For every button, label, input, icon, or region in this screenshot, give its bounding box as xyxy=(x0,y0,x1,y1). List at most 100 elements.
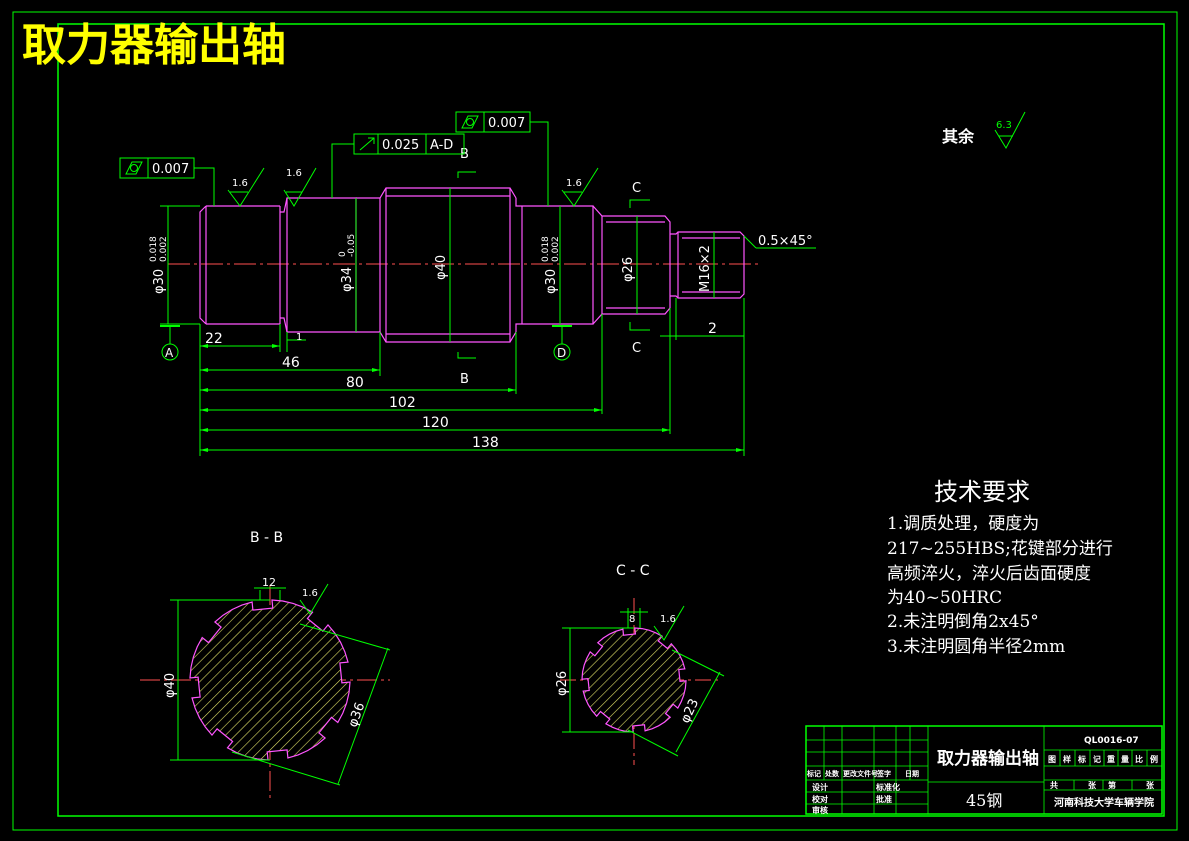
cut-label-b-bottom: B xyxy=(460,372,469,387)
tb-header-5: 量 xyxy=(1121,754,1129,764)
section-bb-outer-diameter: φ40 xyxy=(163,673,178,698)
section-cc-dims xyxy=(562,605,725,757)
tech-req-line-6: 3.未注明圆角半径2mm xyxy=(887,637,1065,657)
roughness-value-3: 1.6 xyxy=(566,178,582,189)
title-block-headers: 图 样 标 记 重 量 比 例 共 张 第 张 标记 处数 更改文件号 签字 日… xyxy=(806,754,1158,815)
roughness-values: 1.6 1.6 1.6 xyxy=(232,168,582,189)
tb-sheet-2: 第 xyxy=(1108,780,1116,790)
tb-rev-0: 标记 xyxy=(806,769,821,778)
tb-role-1: 校对 xyxy=(812,794,828,804)
tolerance-left-value: 0.007 xyxy=(152,162,189,177)
tb-rev-1: 处数 xyxy=(824,769,840,778)
tb-header-4: 重 xyxy=(1107,754,1115,764)
roughness-icon-5 xyxy=(653,605,685,641)
title-block-drawing-no: QL0016-07 xyxy=(1084,736,1139,746)
spline-cc-profile xyxy=(581,627,687,733)
length-80: 80 xyxy=(346,375,364,391)
tolerance-frame-right: 0.007 xyxy=(455,111,549,206)
tech-req-line-2: 217~255HBS;花键部分进行 xyxy=(887,539,1113,559)
length-2: 2 xyxy=(708,321,717,337)
diameter-30-left-upper: 0.018 xyxy=(149,236,159,262)
tb-std-0: 标准化 xyxy=(875,782,900,792)
drawing-border xyxy=(12,11,1178,831)
length-138: 138 xyxy=(472,435,499,451)
title-block-part-name: 取力器输出轴 xyxy=(937,748,1039,769)
section-bb-label: B - B xyxy=(250,530,283,546)
shaft-main-view: φ30 0.018 0.002 φ34 0 -0.05 φ40 φ30 0.01… xyxy=(119,111,816,456)
tb-rev-3: 签字 xyxy=(876,769,891,778)
roughness-value-1: 1.6 xyxy=(232,178,248,189)
tech-req-line-5: 2.未注明倒角2x45° xyxy=(887,612,1039,632)
diameter-30-left-lower: 0.002 xyxy=(159,236,169,262)
diameter-30-right-upper: 0.018 xyxy=(541,236,551,262)
thread-size: M16×2 xyxy=(698,245,713,292)
diameter-labels: φ30 0.018 0.002 φ34 0 -0.05 φ40 φ30 0.01… xyxy=(149,234,713,294)
title-block: 取力器输出轴 45钢 QL0016-07 图 样 标 记 重 量 比 例 共 张… xyxy=(805,725,1163,815)
section-bb-dims xyxy=(170,583,391,786)
roughness-icon xyxy=(994,111,1026,150)
cut-label-c-bottom: C xyxy=(632,341,641,356)
section-cc-width: 8 xyxy=(629,614,635,625)
section-cut-marks xyxy=(457,171,650,359)
diameter-40: φ40 xyxy=(434,255,449,280)
length-dimension-lines xyxy=(199,298,745,456)
tolerance-runout-value: 0.025 xyxy=(382,138,419,153)
title-block-material: 45钢 xyxy=(966,791,1002,810)
diameter-34-upper: 0 xyxy=(338,251,348,257)
length-46: 46 xyxy=(282,355,300,371)
length-arrows xyxy=(200,344,744,452)
tb-header-2: 标 xyxy=(1077,754,1086,764)
roughness-value-2: 1.6 xyxy=(286,168,302,179)
section-bb-width: 12 xyxy=(262,576,276,589)
length-102: 102 xyxy=(389,395,416,411)
roughness-marks xyxy=(227,167,599,207)
tb-header-1: 样 xyxy=(1063,754,1071,764)
cylindricity-icon-2 xyxy=(461,115,479,129)
length-labels: 22 1 46 80 102 120 138 2 xyxy=(205,321,717,451)
roughness-icon-3 xyxy=(561,167,599,207)
roughness-icon-4 xyxy=(299,583,329,615)
section-c-c: C - C 8 1.6 φ26 φ23 xyxy=(555,563,725,765)
default-roughness-value: 6.3 xyxy=(996,120,1012,131)
section-b-b: B - B 12 1.6 φ40 φ36 xyxy=(140,530,391,800)
datum-d: D xyxy=(557,346,566,360)
diameter-34-lower: -0.05 xyxy=(347,234,357,257)
section-bb-roughness: 1.6 xyxy=(302,588,318,599)
cut-label-c-top: C xyxy=(632,181,641,196)
default-roughness-note: 其余 6.3 xyxy=(942,111,1026,150)
tb-sheet-0: 共 xyxy=(1050,780,1058,790)
tb-sheet-3: 张 xyxy=(1146,781,1155,790)
tolerance-right-value: 0.007 xyxy=(488,116,525,131)
section-cc-outer-diameter: φ26 xyxy=(555,671,570,696)
tb-rev-2: 更改文件号 xyxy=(843,769,878,778)
roughness-icon-2 xyxy=(283,167,317,207)
tb-header-7: 例 xyxy=(1150,754,1158,764)
shaft-outline xyxy=(199,187,745,343)
tb-std-1: 批准 xyxy=(876,794,892,804)
spline-bb-profile xyxy=(189,599,351,761)
tb-header-3: 记 xyxy=(1093,754,1101,764)
roughness-icon-1 xyxy=(227,167,265,207)
datum-markers xyxy=(160,325,572,361)
tech-req-line-3: 高频淬火，淬火后齿面硬度 xyxy=(887,564,1091,584)
runout-arrow-icon xyxy=(359,137,375,151)
chamfer-callout: 0.5×45° xyxy=(743,234,816,249)
tb-role-2: 审核 xyxy=(812,805,828,815)
title-block-grid xyxy=(806,726,1162,814)
tb-header-0: 图 xyxy=(1048,755,1056,764)
tolerance-frame-runout: 0.025 A-D xyxy=(331,133,465,198)
tb-sheet-1: 张 xyxy=(1088,781,1097,790)
tb-school: 河南科技大学车辆学院 xyxy=(1054,796,1154,809)
tb-role-0: 设计 xyxy=(812,782,828,792)
section-bb-inner-diameter: φ36 xyxy=(346,701,369,730)
tech-req-line-1: 1.调质处理，硬度为 xyxy=(887,514,1039,534)
section-cc-roughness: 1.6 xyxy=(660,614,676,625)
diameter-30-right-lower: 0.002 xyxy=(551,236,561,262)
tech-req-heading: 技术要求 xyxy=(934,478,1030,506)
tolerance-runout-datum: A-D xyxy=(430,138,453,153)
diameter-dimensions xyxy=(160,188,715,342)
tb-rev-4: 日期 xyxy=(905,769,919,778)
default-roughness-label: 其余 xyxy=(942,127,975,146)
diameter-26: φ26 xyxy=(621,257,636,282)
